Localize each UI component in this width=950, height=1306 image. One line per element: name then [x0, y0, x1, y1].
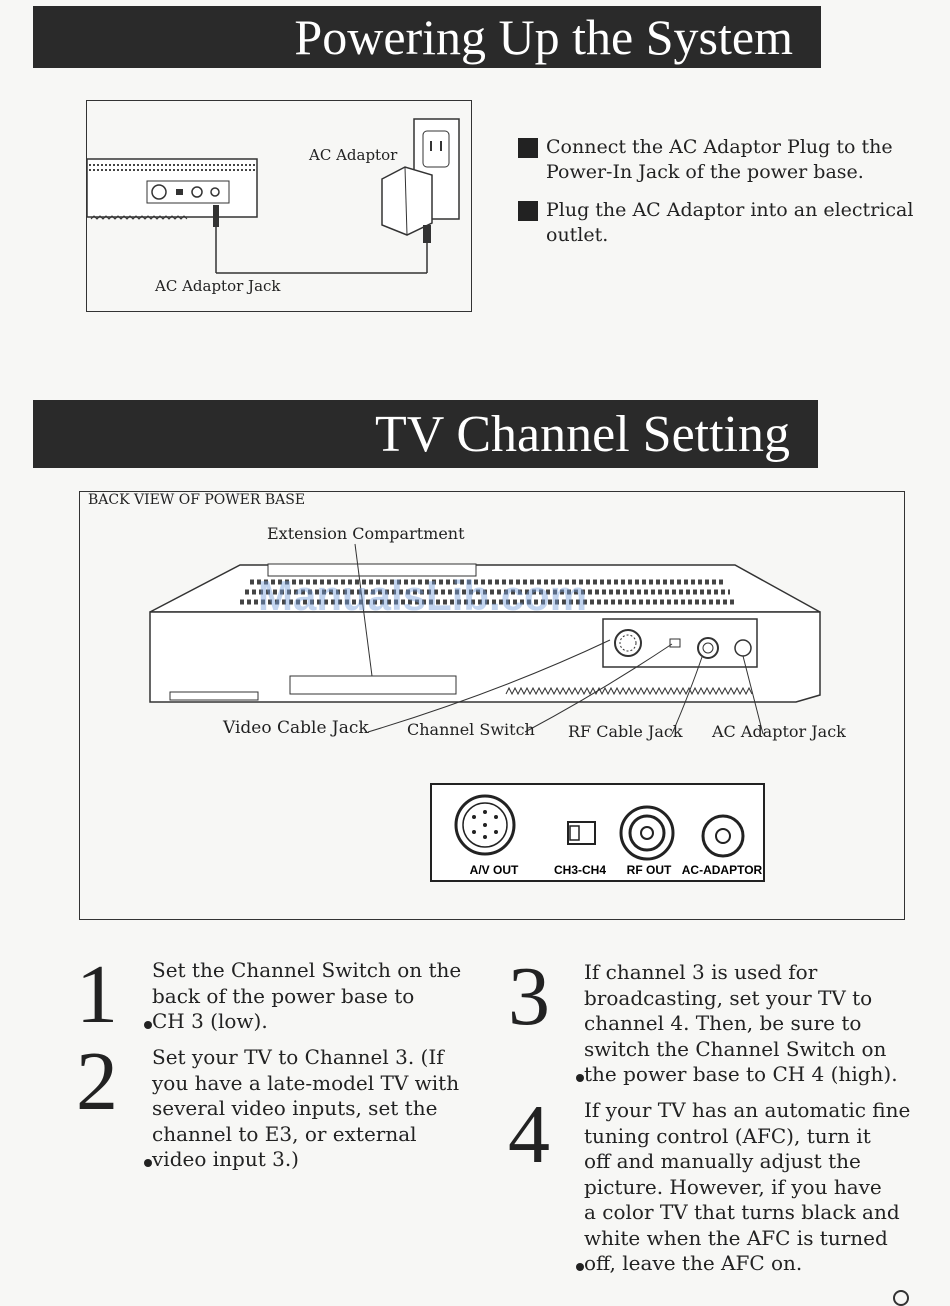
panel-label-rf-out: RF OUT	[627, 863, 672, 877]
step-1: 1 Set the Channel Switch on the back of …	[76, 953, 486, 1037]
diagram-heading: BACK VIEW OF POWER BASE	[88, 492, 306, 508]
instruction-text: Connect the AC Adaptor Plug to the Power…	[546, 136, 893, 183]
panel-label-ac-adaptor: AC-ADAPTOR	[682, 863, 763, 877]
bullet-square-icon	[518, 138, 538, 158]
step-number: 1	[76, 953, 152, 1037]
step-text: If channel 3 is used for broadcasting, s…	[584, 960, 898, 1086]
instruction-bullet: Connect the AC Adaptor Plug to the Power…	[518, 135, 918, 185]
channel-switch-label: Channel Switch	[407, 720, 535, 739]
watermark: ManualsLib.com	[258, 572, 588, 619]
step-2: 2 Set your TV to Channel 3. (If you have…	[76, 1040, 486, 1173]
ac-adaptor-jack-label: AC Adaptor Jack	[712, 722, 846, 741]
step-number: 2	[76, 1040, 152, 1173]
section-title-tv-channel: TV Channel Setting	[33, 400, 818, 468]
rf-cable-jack-label: RF Cable Jack	[568, 722, 683, 741]
power-base-side-illustration	[86, 118, 460, 274]
page-number-mark	[893, 1290, 909, 1306]
powering-up-instructions: Connect the AC Adaptor Plug to the Power…	[518, 135, 918, 261]
step-3: 3 If channel 3 is used for broadcasting,…	[508, 955, 928, 1088]
panel-label-av-out: A/V OUT	[470, 863, 519, 877]
step-text: Set the Channel Switch on the back of th…	[152, 958, 462, 1033]
back-view-diagram: BACK VIEW OF POWER BASE	[79, 491, 905, 920]
powering-up-diagram: AC Adaptor AC Adaptor Jack	[86, 100, 472, 312]
extension-compartment-label: Extension Compartment	[267, 524, 465, 543]
bullet-square-icon	[518, 201, 538, 221]
panel-label-ch3-ch4: CH3-CH4	[554, 863, 606, 877]
ac-adaptor-label: AC Adaptor	[309, 146, 398, 164]
step-text: If your TV has an automatic fine tuning …	[584, 1098, 911, 1275]
power-base-back-illustration: A/V OUT CH3-CH4 RF OUT AC-ADAPTOR	[149, 543, 821, 882]
step-4: 4 If your TV has an automatic fine tunin…	[508, 1093, 928, 1277]
instruction-text: Plug the AC Adaptor into an electrical o…	[546, 199, 914, 246]
section-title-powering-up: Powering Up the System	[33, 6, 821, 68]
ac-adaptor-jack-label: AC Adaptor Jack	[155, 277, 281, 295]
step-number: 4	[508, 1093, 584, 1277]
step-text: Set your TV to Channel 3. (If you have a…	[152, 1045, 460, 1171]
video-cable-jack-label: Video Cable Jack	[223, 718, 369, 738]
step-number: 3	[508, 955, 584, 1088]
instruction-bullet: Plug the AC Adaptor into an electrical o…	[518, 198, 918, 248]
